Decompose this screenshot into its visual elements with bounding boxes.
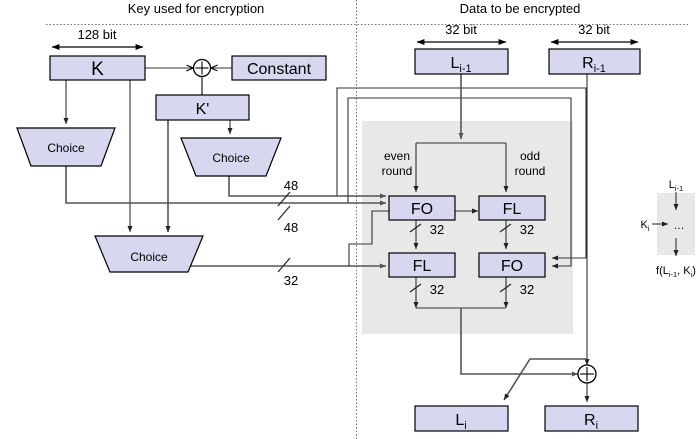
bus-label-48-upper: 48 xyxy=(284,178,298,193)
block-fo-bottom-right-label: FO xyxy=(501,258,523,275)
data-left-output-box[interactable] xyxy=(414,405,509,432)
wire-rin-to-lout xyxy=(503,358,587,401)
data-right-input-box[interactable] xyxy=(548,48,641,75)
round-function-panel xyxy=(362,121,573,334)
block-fl-top-right[interactable] xyxy=(478,195,546,221)
choice-block-3[interactable] xyxy=(94,235,204,273)
block-fo-bottom-right[interactable] xyxy=(478,252,546,278)
key-constant-label: Constant xyxy=(247,61,312,78)
slash-fl2-out xyxy=(409,283,422,293)
dimension-label-32-left: 32 bit xyxy=(445,22,477,37)
data-right-output-box[interactable] xyxy=(544,405,639,432)
legend-key-label: Ki xyxy=(640,219,649,233)
odd-round-label-line1: odd xyxy=(520,149,540,163)
data-left-output-label: Li xyxy=(455,412,466,432)
label-32-fo1-out: 32 xyxy=(430,222,444,237)
wire-choice1-bus48-to-fo xyxy=(65,166,387,206)
even-round-label-line1: even xyxy=(384,149,410,163)
data-right-output-label: Ri xyxy=(584,412,598,432)
key-kprime-box[interactable] xyxy=(155,94,250,121)
header-data-side: Data to be encrypted xyxy=(460,1,581,16)
dimension-32bit-right: 32 bit xyxy=(550,22,639,45)
wire-rail-outer-to-fo2 xyxy=(336,87,587,261)
even-round-label-line2: round xyxy=(382,164,413,178)
choice-block-2-label: Choice xyxy=(212,151,250,165)
choice-block-3-label: Choice xyxy=(130,250,168,264)
label-32-fl1-out: 32 xyxy=(520,222,534,237)
bus-slash-32 xyxy=(277,257,291,273)
key-constant-box[interactable] xyxy=(231,55,327,81)
legend-ellipsis: … xyxy=(674,220,685,232)
dimension-label-128: 128 bit xyxy=(77,27,116,42)
wire-choice2-bus48-to-fo xyxy=(228,176,387,199)
legend-input-label: Li-1 xyxy=(669,179,683,193)
bus-slash-lower xyxy=(277,205,291,221)
label-32-fl2-out: 32 xyxy=(430,282,444,297)
data-left-input-label: Li-1 xyxy=(451,55,472,75)
odd-round-label-line2: round xyxy=(515,164,546,178)
data-left-input-box[interactable] xyxy=(414,48,509,75)
bus-label-32: 32 xyxy=(284,273,298,288)
block-fo-top-left[interactable] xyxy=(388,195,456,221)
key-kprime-label: K' xyxy=(196,101,210,118)
choice-block-1-label: Choice xyxy=(47,141,85,155)
slash-fo2-out xyxy=(499,283,512,293)
wire-rail-inner-to-fo2 xyxy=(347,97,572,269)
key-k-box[interactable] xyxy=(49,55,146,81)
key-k-label: K xyxy=(91,59,104,80)
legend-output-label: f(Li-1, Ki) xyxy=(656,265,696,279)
legend-group: Li-1 Ki … f(Li-1, Ki) xyxy=(640,179,695,279)
bus-label-48-lower: 48 xyxy=(284,220,298,235)
block-fl-bottom-left[interactable] xyxy=(388,252,456,278)
block-fl-bottom-left-label: FL xyxy=(413,258,432,275)
choice-block-1[interactable] xyxy=(16,127,116,167)
wire-round-out-to-xor xyxy=(460,308,579,377)
slash-fo1-out xyxy=(409,223,422,233)
bus-slash-upper xyxy=(277,191,291,207)
header-key-side: Key used for encryption xyxy=(128,1,265,16)
block-fl-top-right-label: FL xyxy=(503,201,522,218)
choice-block-2[interactable] xyxy=(180,137,282,177)
block-fo-top-left-label: FO xyxy=(411,201,433,218)
slash-fl1-out xyxy=(499,223,512,233)
data-right-input-label: Ri-1 xyxy=(582,55,606,75)
dimension-label-32-right: 32 bit xyxy=(578,22,610,37)
dimension-128bit: 128 bit xyxy=(51,27,144,50)
label-32-fo2-out: 32 xyxy=(520,282,534,297)
dimension-32bit-left: 32 bit xyxy=(416,22,507,45)
